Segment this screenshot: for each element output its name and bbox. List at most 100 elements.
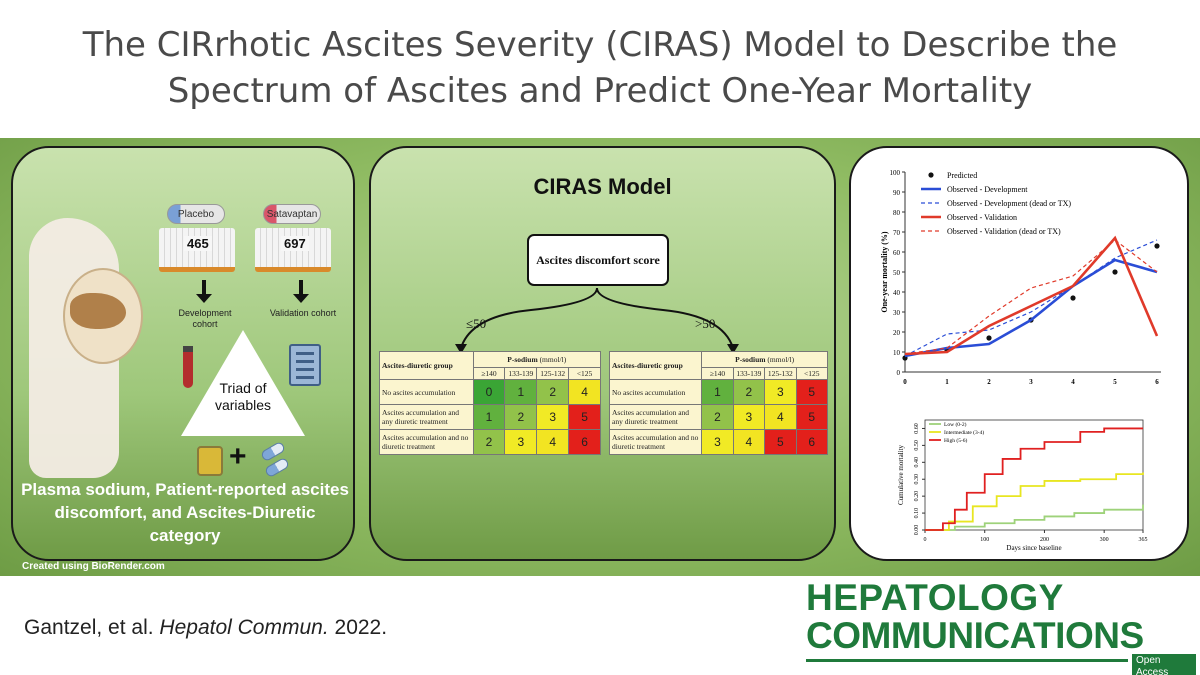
legend-label: Observed - Development (dead or TX) [947,199,1071,208]
group-header: Ascites-diuretic group [608,351,703,380]
y-tick-label: 0.30 [914,474,920,485]
y-tick-label: 100 [890,169,901,177]
y-tick-label: 50 [893,269,901,277]
score-table-high-discomfort: Ascites-diuretic group P-sodium (mmol/l)… [608,351,829,455]
y-tick-label: 0.50 [914,440,920,451]
journal-line-2: COMMUNICATIONS [806,615,1144,656]
score-cell: 3 [764,379,797,405]
score-cell: 5 [795,379,829,405]
column-header: <125 [795,367,829,380]
y-tick-label: 0.10 [914,508,920,518]
variables-caption: Plasma sodium, Patient-reported ascites … [21,480,349,545]
development-cohort-label: Development cohort [178,308,232,329]
x-tick-label: 300 [1100,537,1109,543]
series-line-1 [904,258,1158,358]
satavaptan-count: 697 [281,236,309,251]
x-tick-label: 0 [903,378,907,386]
citation: Gantzel, et al. Hepatol Commun. 2022. [24,616,387,640]
table-row: No ascites accumulation 0 1 2 4 [379,379,601,405]
triad-triangle [181,330,305,436]
score-cell: 0 [472,379,506,405]
series-line-4 [904,239,1158,355]
legend-label: Observed - Development [947,185,1028,194]
liver-icon [70,293,126,329]
score-cell: 6 [795,429,829,455]
plus-icon: + [229,440,247,473]
predicted-point [986,335,992,341]
score-cell: 1 [504,379,538,405]
y-tick-label: 10 [893,349,901,357]
score-cell: 4 [764,404,797,430]
y-tick-label: 30 [893,309,901,317]
score-cell: 1 [701,379,734,405]
y-tick-label: 0 [897,369,901,377]
triad-label: Triad of variables [214,380,272,413]
km-line-2 [925,427,1143,531]
x-tick-label: 0 [924,537,927,543]
score-cell: 5 [764,429,797,455]
title-line-2: Spectrum of Ascites and Predict One-Year… [167,71,1033,111]
predicted-point [1112,269,1118,275]
x-tick-label: 100 [980,537,989,543]
ciras-model-panel: CIRAS Model Ascites discomfort score ≤50… [369,146,836,561]
urine-bottle-icon [197,446,223,476]
column-header: ≥140 [701,367,734,380]
score-cell: 5 [795,404,829,430]
arrow-down-icon [293,280,309,303]
y-tick-label: 60 [893,249,901,257]
legend-label: Predicted [947,171,977,180]
score-cell: 4 [732,429,766,455]
table-row: Ascites accumulation and no diuretic tre… [608,429,829,455]
series-line-2 [904,239,1158,357]
score-cell: 1 [472,404,506,430]
y-tick-label: 90 [893,189,901,197]
y-tick-label: 0.60 [914,423,920,434]
x-axis-label: Days since baseline [1006,544,1061,552]
column-header: 125-132 [764,367,797,380]
column-header: 133-139 [732,367,766,380]
row-label: Ascites accumulation and any diuretic tr… [379,404,474,430]
x-tick-label: 4 [1071,378,1075,386]
ascites-discomfort-box: Ascites discomfort score [527,234,669,286]
row-label: Ascites accumulation and any diuretic tr… [608,404,703,430]
x-tick-label: 2 [987,378,991,386]
journal-logo: HEPATOLOGY COMMUNICATIONS Open Access [806,578,1196,675]
score-cell: 3 [536,404,570,430]
left-branch-label: ≤50 [466,316,487,331]
y-tick-label: 80 [893,209,901,217]
legend-label: Observed - Validation [947,213,1017,222]
score-cell: 5 [568,404,601,430]
arrow-down-icon [196,280,212,303]
ciras-title: CIRAS Model [533,174,672,199]
series-line-3 [904,235,1159,356]
page-title: The CIRrhotic Ascites Severity (CIRAS) M… [0,22,1200,114]
score-cell: 2 [732,379,766,405]
citation-year: 2022. [334,616,388,639]
score-cell: 2 [701,404,734,430]
score-cell: 4 [568,379,601,405]
y-tick-label: 0.00 [914,525,920,536]
y-tick-label: 20 [893,329,901,337]
score-cell: 3 [732,404,766,430]
km-line-1 [925,472,1144,531]
citation-journal: Hepatol Commun. [159,616,329,639]
x-tick-label: 6 [1155,378,1159,386]
km-line-0 [925,504,1144,531]
score-cell: 2 [472,429,506,455]
row-label: Ascites accumulation and no diuretic tre… [608,429,703,455]
legend-marker [928,172,934,178]
table-row: No ascites accumulation 1 2 3 5 [608,379,829,405]
column-header: ≥140 [472,367,506,380]
y-axis-label: One-year mortality (%) [880,231,889,312]
citation-authors: Gantzel, et al. [24,616,154,639]
predicted-point [1154,243,1160,249]
row-label: Ascites accumulation and no diuretic tre… [379,429,474,455]
column-header: <125 [568,367,601,380]
x-tick-label: 200 [1040,537,1049,543]
y-axis-label: Cumulative mortality [897,444,905,505]
biorender-credit: Created using BioRender.com [22,561,165,572]
x-tick-label: 365 [1139,537,1148,543]
sodium-header: P-sodium (mmol/l) [472,351,601,368]
row-label: No ascites accumulation [379,379,474,405]
x-tick-label: 5 [1113,378,1117,386]
